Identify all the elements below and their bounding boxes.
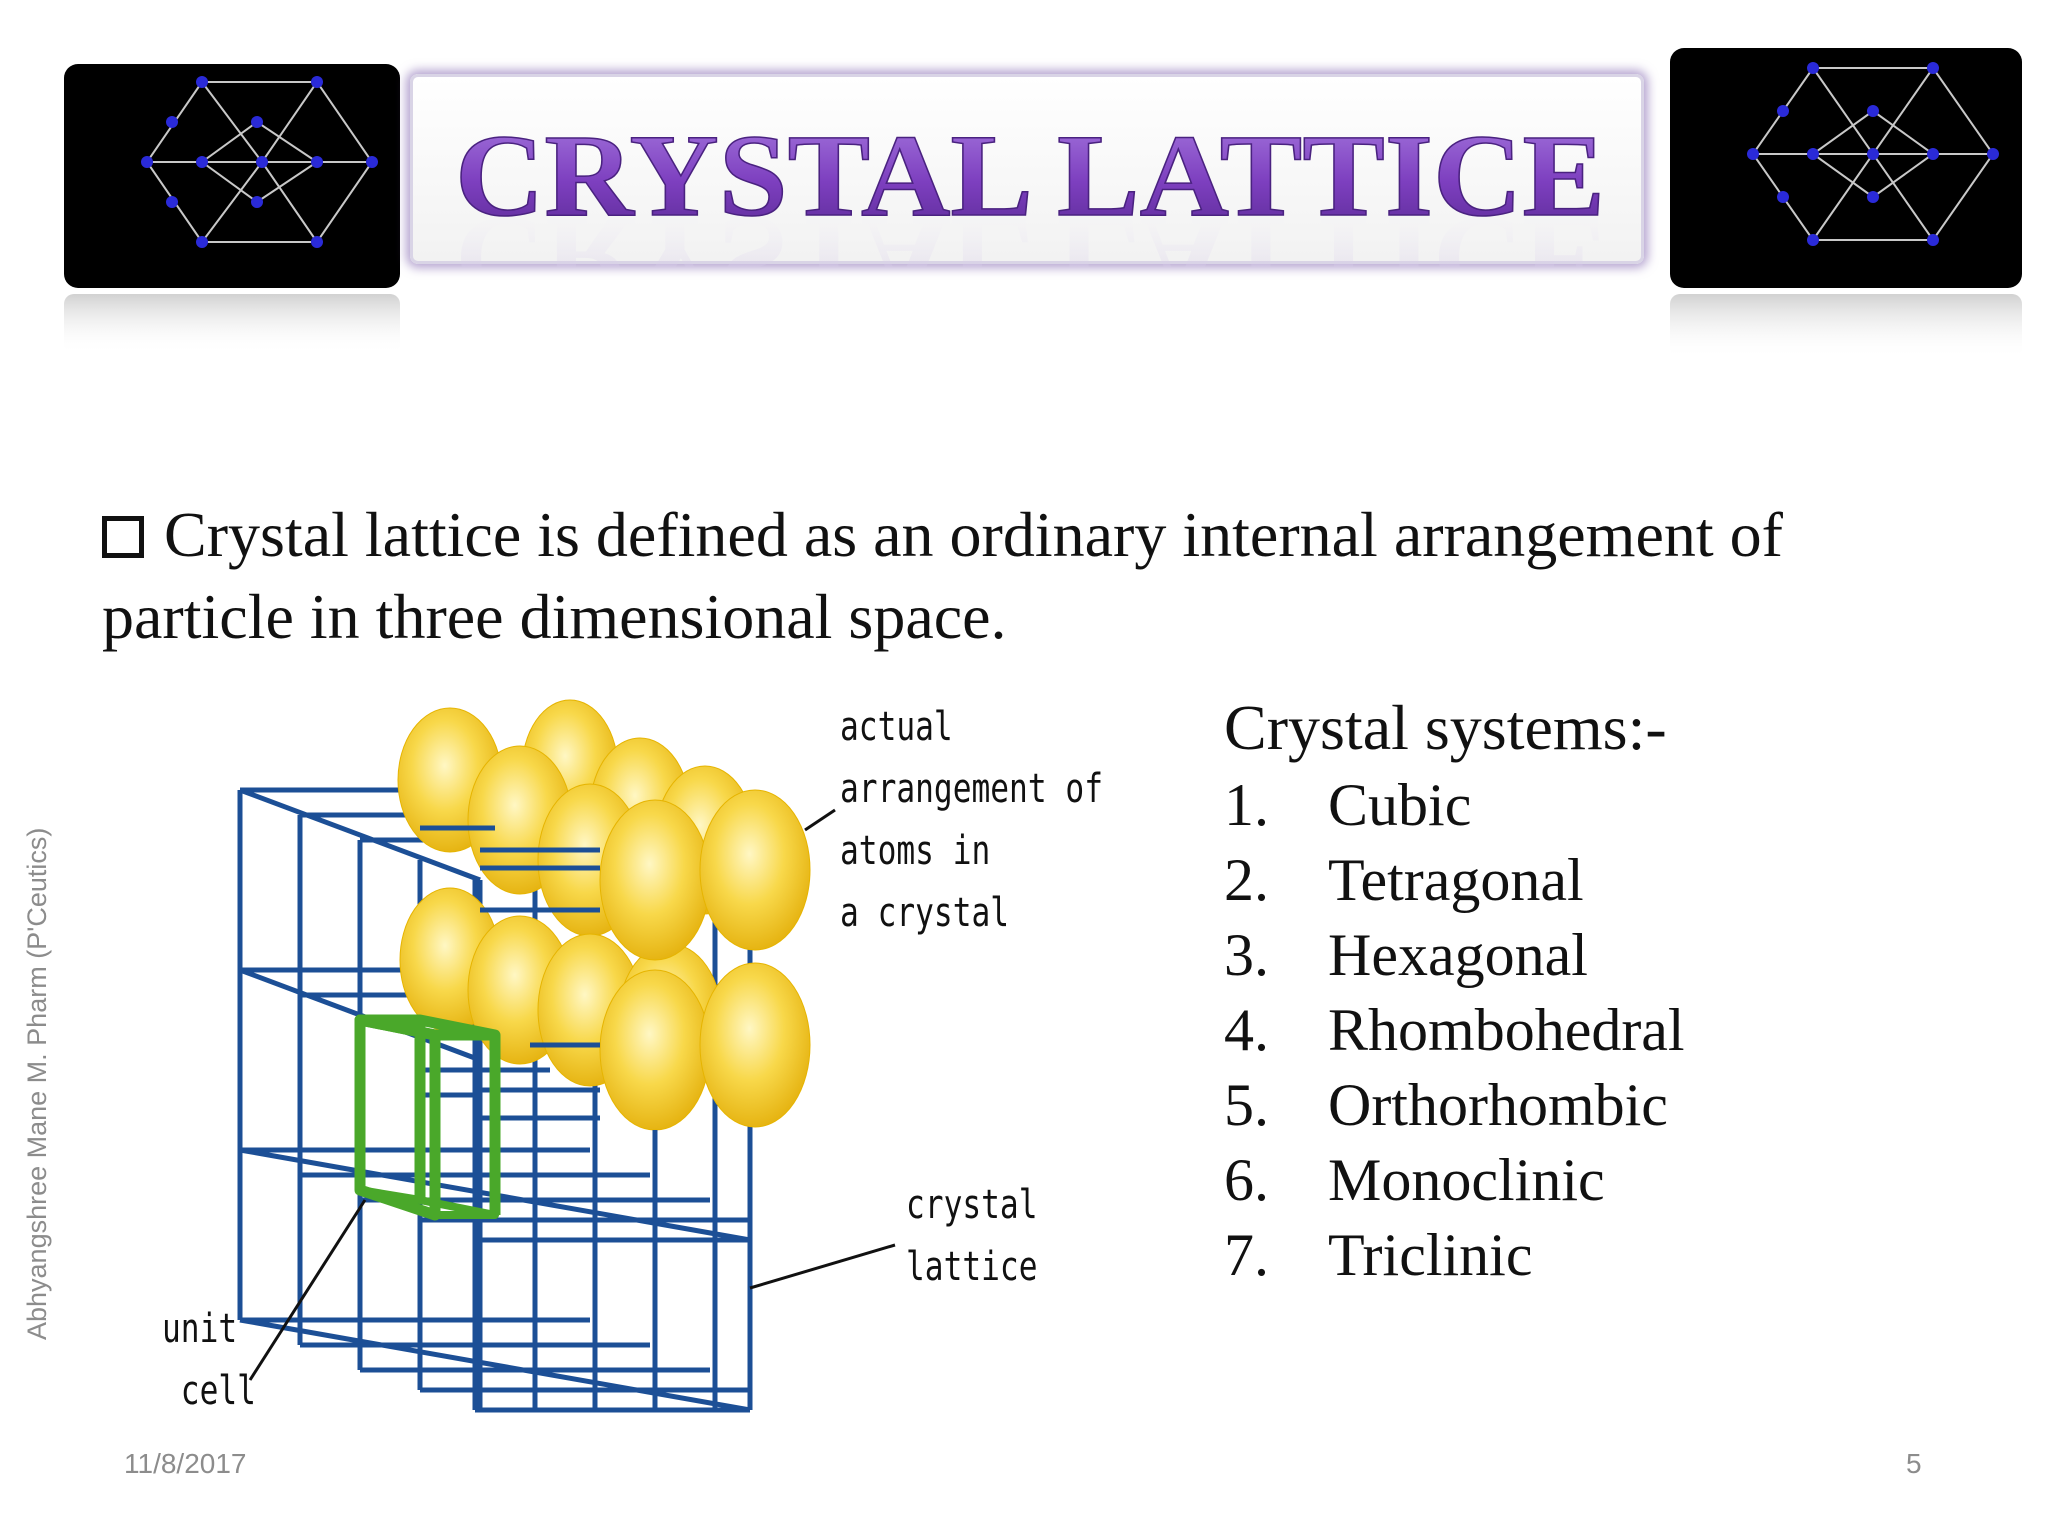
label-unit-cell: unit cell (162, 1306, 256, 1414)
label-actual-arrangement: actual arrangement of atoms in a crystal (840, 704, 1103, 936)
systems-heading: Crystal systems:- (1224, 692, 1667, 763)
lattice-thumbnail-right (1668, 46, 2024, 366)
page-number: 5 (1906, 1448, 1922, 1479)
label-crystal-lattice: crystal lattice (906, 1182, 1038, 1290)
leader-line-actual (804, 808, 836, 832)
list-item: 7.Triclinic (1224, 1222, 1533, 1288)
lattice-thumbnail-left (62, 62, 402, 362)
title-banner: CRYSTAL LATTICE CRYSTAL LATTICE (410, 74, 1644, 267)
atom-cluster (397, 699, 811, 1131)
title-reflection: CRYSTAL LATTICE (455, 193, 1605, 267)
crystal-systems: Crystal systems:- 1.Cubic 2.Tetragonal 3… (1224, 688, 1984, 1293)
definition-text: Crystal lattice is defined as an ordinar… (102, 499, 1783, 652)
unit-cell (354, 1014, 501, 1221)
list-item: 1.Cubic (1224, 772, 1472, 838)
list-item: 3.Hexagonal (1224, 922, 1588, 988)
leader-line-unit-cell (248, 1199, 367, 1381)
crystal-lattice-diagram: actual arrangement of atoms in a crystal… (150, 690, 1103, 1430)
leader-line-lattice (749, 1243, 896, 1290)
list-item: 4.Rhombohedral (1224, 997, 1685, 1063)
list-item: 5.Orthorhombic (1224, 1072, 1668, 1138)
checkbox-bullet-icon (102, 516, 144, 558)
author-watermark: Abhyangshree Mane M. Pharm (P'Ceutics) (22, 827, 52, 1340)
definition-bullet: Crystal lattice is defined as an ordinar… (102, 494, 1962, 658)
systems-list: 1.Cubic 2.Tetragonal 3.Hexagonal 4.Rhomb… (1224, 768, 1984, 1293)
list-item: 6.Monoclinic (1224, 1147, 1605, 1213)
footer-date: 11/8/2017 (124, 1448, 247, 1479)
list-item: 2.Tetragonal (1224, 847, 1584, 913)
page-title: CRYSTAL LATTICE (455, 110, 1605, 241)
